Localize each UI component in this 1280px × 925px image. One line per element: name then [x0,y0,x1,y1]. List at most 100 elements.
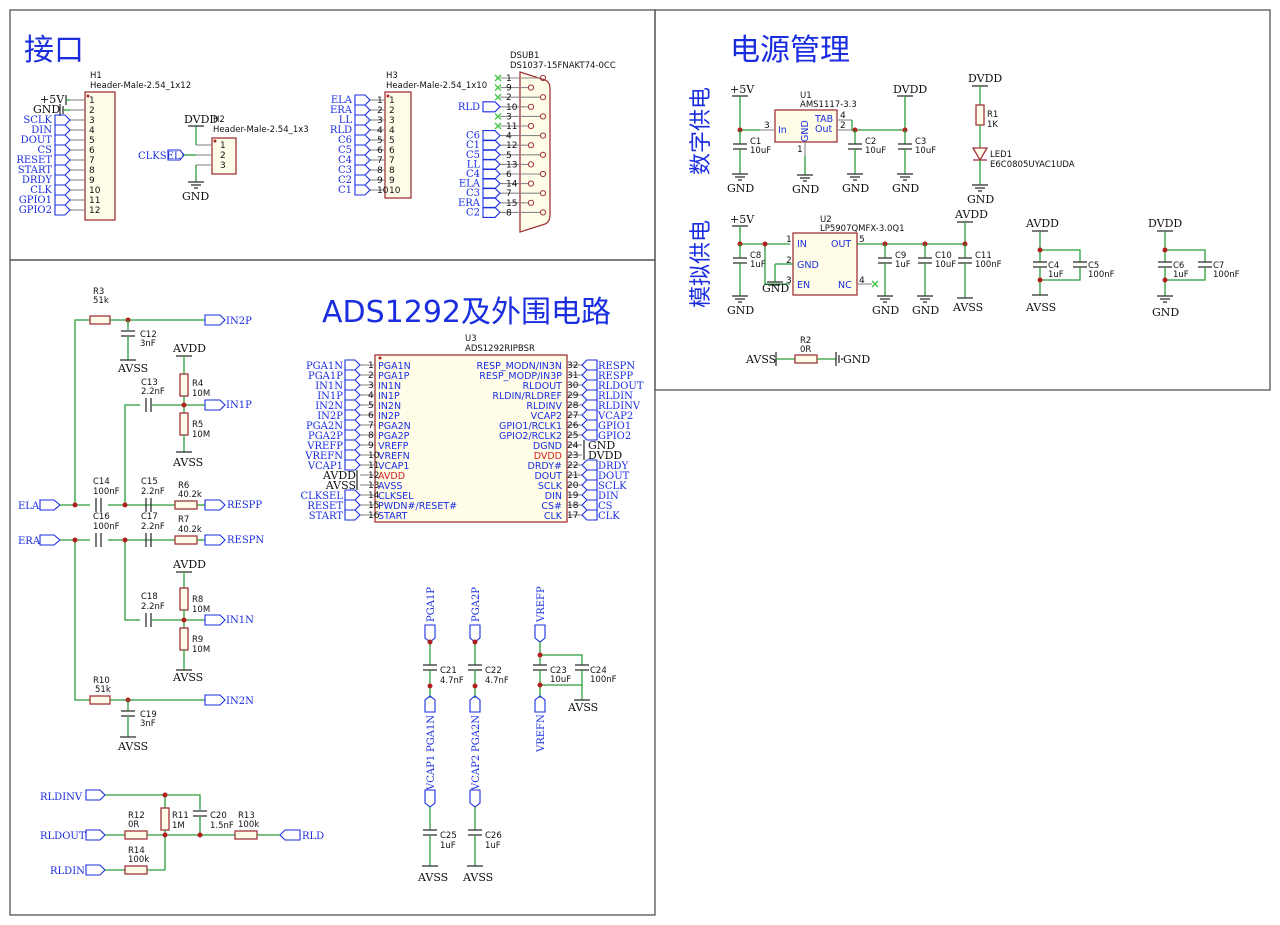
c19-avss: AVSS [117,740,148,753]
cap-value: 100nF [1213,270,1240,280]
h1-header[interactable]: H1 Header-Male-2.54_1x12 [84,71,191,221]
u3-right-flag [581,499,598,511]
u3-right-flag [581,399,598,411]
u3-right-flag [581,509,598,521]
u3-right-flag [581,409,598,421]
h3-net-flag [354,134,371,146]
cap-value: 10uF [750,146,771,156]
h3-pin-num-left: 7 [377,156,383,166]
h2-value: Header-Male-2.54_1x3 [213,125,309,135]
cap-value: 1uF [895,260,911,270]
cap-value: 10uF [915,146,936,156]
u3-body [374,354,568,523]
h1-net-flag [54,144,71,156]
h3-body [384,91,412,199]
h1-pin-rows: 1+5V2GND3SCLK4DIN5DOUT6CS7RESET8START9DR… [16,93,100,216]
h3-net-flag [354,144,371,156]
h1-pin-num: 5 [89,136,95,146]
u3-pin-num: 2 [368,371,374,381]
dsub-net-label: ERA [458,198,481,209]
dsub-net-flag [482,168,501,180]
svg-text:C21: C21 [440,666,457,676]
svg-text:R5: R5 [192,420,203,430]
h3-pin-num-left: 2 [377,106,383,116]
u3-pin-num: 28 [567,401,579,411]
h3-pin-num: 4 [389,126,395,136]
u3-pin-num: 7 [368,421,374,431]
u3-pin-name: CLK [544,511,563,522]
dsub-pin-num: 6 [506,170,512,180]
h1-net-label: +5V [40,93,65,106]
dsub-net-flag [482,101,501,113]
h1-pin-num: 9 [89,176,95,186]
h1-net-label: RESET [16,155,52,166]
h1-pin-num: 10 [89,186,101,196]
u3-net-label: IN2N [315,401,343,412]
era-net-label: ERA [18,536,41,547]
c24-value: 100nF [590,675,617,685]
h2-clksel-label: CLKSEL [138,151,181,162]
u3-pin-num: 13 [368,481,379,491]
dsub-pin-num: 9 [506,84,512,94]
u1-pin-tab-num: 4 [840,111,846,121]
led1-ref: LED1 [990,150,1012,160]
u3-ads1292[interactable]: U3 ADS1292RIPBSR [374,334,568,523]
u3-right-flag [581,419,598,431]
u3-ref: U3 [465,334,477,344]
dsub-pin-num: 15 [506,199,517,209]
u3-net-label: PGA1N [306,361,343,372]
h2-header[interactable]: H2 Header-Male-2.54_1x3 1 2 3 DVDD CLKSE… [138,113,309,203]
h1-net-label: CS [37,145,52,156]
h2-body [211,137,237,175]
dsub-value: DS1037-15FNAKT74-0CC [510,61,616,71]
u3-pin-name: RESP_MODN/IN3N [477,361,562,372]
u1-body[interactable] [774,109,838,143]
u3-pin-num: 5 [368,401,374,411]
u3-left-flag [344,359,361,371]
u3-net-label: GPIO2 [598,431,631,442]
digital-supply-title: 数字供电 [689,87,714,175]
r3-value: 51k [93,296,109,306]
u2-pin-in: IN [797,239,807,250]
h1-net-flag [54,204,71,216]
u3-net-label: VCAP1 [307,461,343,472]
dsub-net-label: LL [467,159,481,170]
h3-net-flag [354,104,371,116]
u3-left-flag [344,429,361,441]
h3-header[interactable]: H3 Header-Male-2.54_1x10 [384,71,487,199]
u3-pin-num: 26 [567,421,579,431]
cap-value: 1uF [1048,270,1064,280]
u3-net-label: PGA2P [308,431,343,442]
svg-text:R6: R6 [178,481,189,491]
cap-ref: C9 [895,251,906,261]
u3-pin-name: SCLK [538,481,563,492]
u2-pin-en: EN [797,280,810,291]
svg-text:C20: C20 [210,811,227,821]
u3-pin-name: DIN [545,491,562,502]
u3-pin-name: DRDY# [528,461,563,472]
svg-text:C16: C16 [93,512,110,522]
u2-pin-out-num: 5 [859,235,865,245]
rldin-label-1: RLDIN [50,866,85,877]
r2-ref: R2 [800,336,811,346]
svg-text:C13: C13 [141,378,158,388]
r2-value: 0R [800,345,811,355]
u3-pin-name: VCAP2 [531,411,562,422]
cap-gnd-label: GND [842,182,869,195]
dsub1-connector[interactable]: DSUB1 DS1037-15FNAKT74-0CC [510,51,616,233]
r8-avdd: AVDD [172,558,206,571]
h3-pin-num: 7 [389,156,395,166]
u2-body[interactable] [792,232,858,296]
r13-value: 100k [238,820,259,830]
u3-pin-name: DVDD [534,451,562,462]
pga1p-label-2: PGA1P [426,587,437,622]
cap-ref: C8 [750,251,761,261]
c12-value: 3nF [140,339,156,349]
u3-pin-num: 21 [567,471,578,481]
u2-ref: U2 [820,215,832,225]
respp-label-1: RESPP [227,500,262,511]
u3-pin-num: 8 [368,431,374,441]
u3-pin-num: 9 [368,441,374,451]
h3-pin-num-left: 10 [377,186,389,196]
